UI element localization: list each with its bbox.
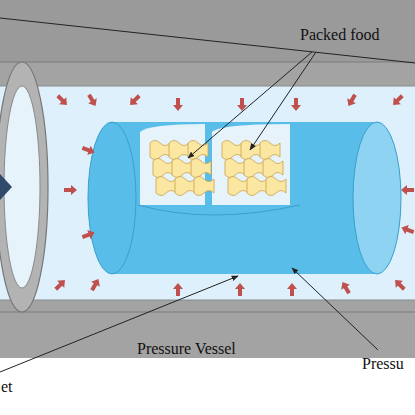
food-label: Packed food bbox=[300, 26, 380, 44]
leader-line bbox=[188, 52, 312, 158]
leader-line bbox=[0, 276, 238, 372]
vessel-end-cap bbox=[0, 62, 48, 312]
medium-label: Pressu bbox=[362, 355, 404, 373]
pressure-arrows bbox=[52, 92, 415, 296]
leader-line bbox=[292, 268, 378, 350]
leader-line bbox=[250, 52, 316, 150]
leader-line bbox=[0, 18, 415, 63]
basket-end bbox=[353, 122, 401, 274]
pressure-medium bbox=[0, 86, 415, 300]
basket-cylinder bbox=[112, 122, 377, 274]
vessel-wall-top bbox=[0, 0, 415, 62]
packed-food bbox=[150, 141, 286, 196]
basket-label: et bbox=[1, 378, 13, 396]
inlet-arrow bbox=[0, 174, 12, 200]
vessel-label: Pressure Vessel bbox=[137, 340, 236, 358]
basket-opening bbox=[212, 124, 290, 205]
vessel-wall bbox=[0, 0, 415, 358]
